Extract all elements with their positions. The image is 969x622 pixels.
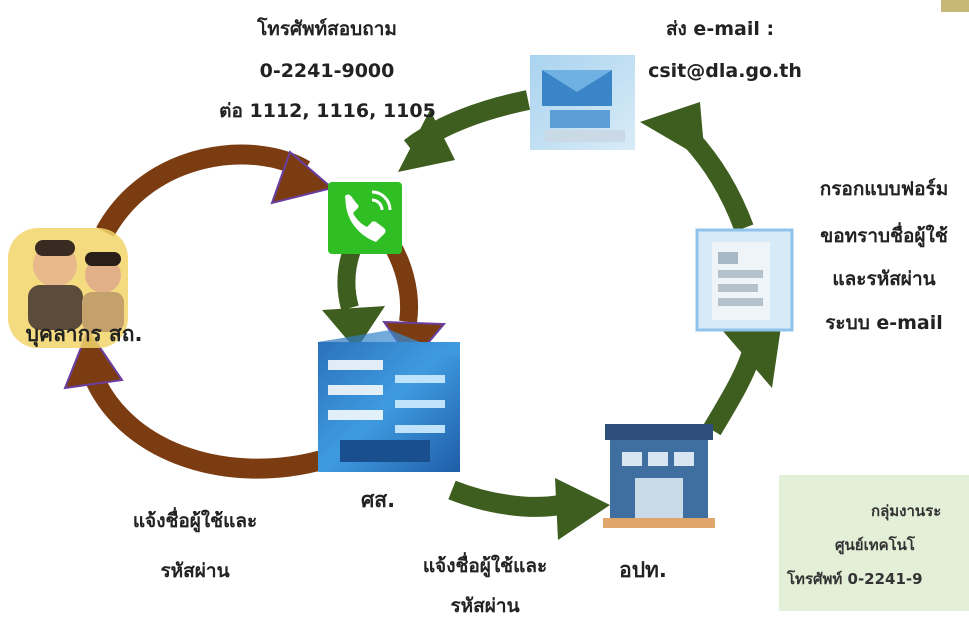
corner-decoration [941,0,969,12]
office-label: อปท. [619,558,667,582]
green-arrowhead-upper-right [640,102,705,160]
personnel-photo-icon [8,228,128,348]
info-line3: โทรศัพท์ 0-2241-9 [787,570,923,588]
phone-icon [328,182,402,254]
info-line2: ศูนย์เทคโนโ [835,536,915,554]
form-document-icon [695,228,794,332]
email-icon [530,55,635,150]
form-caption-line1: กรอกแบบฟอร์ม [819,178,949,200]
brown-arrowhead-bottom [63,327,124,390]
office-building-icon [603,424,715,528]
notify-bottom-line1: แจ้งชื่อผู้ใช้และ [422,555,548,577]
form-caption-line4: ระบบ e-mail [825,312,943,334]
center-building-icon [318,330,460,472]
notify-left-line1: แจ้งชื่อผู้ใช้และ [132,510,258,532]
notify-left-line2: รหัสผ่าน [160,560,230,582]
brown-arc-top [96,144,311,238]
email-caption-line1: ส่ง e-mail : [665,18,775,40]
form-caption-line2: ขอทราบชื่อผู้ใช้ [820,225,948,247]
phone-caption-line2: 0-2241-9000 [259,60,395,82]
green-arrowhead-bottom [555,478,610,540]
brown-arc-bottom [85,375,325,479]
email-address: csit@dla.go.th [648,60,802,82]
form-caption-line3: และรหัสผ่าน [832,268,936,290]
personnel-label: บุคลากร สถ. [25,322,143,346]
phone-caption-line1: โทรศัพท์สอบถาม [257,18,397,40]
green-arc-lower-right [703,348,762,436]
notify-bottom-line2: รหัสผ่าน [450,595,520,617]
green-arrowhead-down [322,306,385,350]
contact-info-box: กลุ่มงานระ ศูนย์เทคโนโ โทรศัพท์ 0-2241-9 [779,475,969,611]
green-arc-down [337,247,361,311]
brown-arrowhead-top [270,150,335,205]
green-arc-bottom [448,480,562,517]
green-arrowhead-lower-right [722,320,782,388]
green-arrowhead-top [398,110,455,172]
center-label: ศส. [360,488,396,512]
phone-caption-line3: ต่อ 1112, 1116, 1105 [219,100,436,122]
info-line1: กลุ่มงานระ [871,502,942,520]
